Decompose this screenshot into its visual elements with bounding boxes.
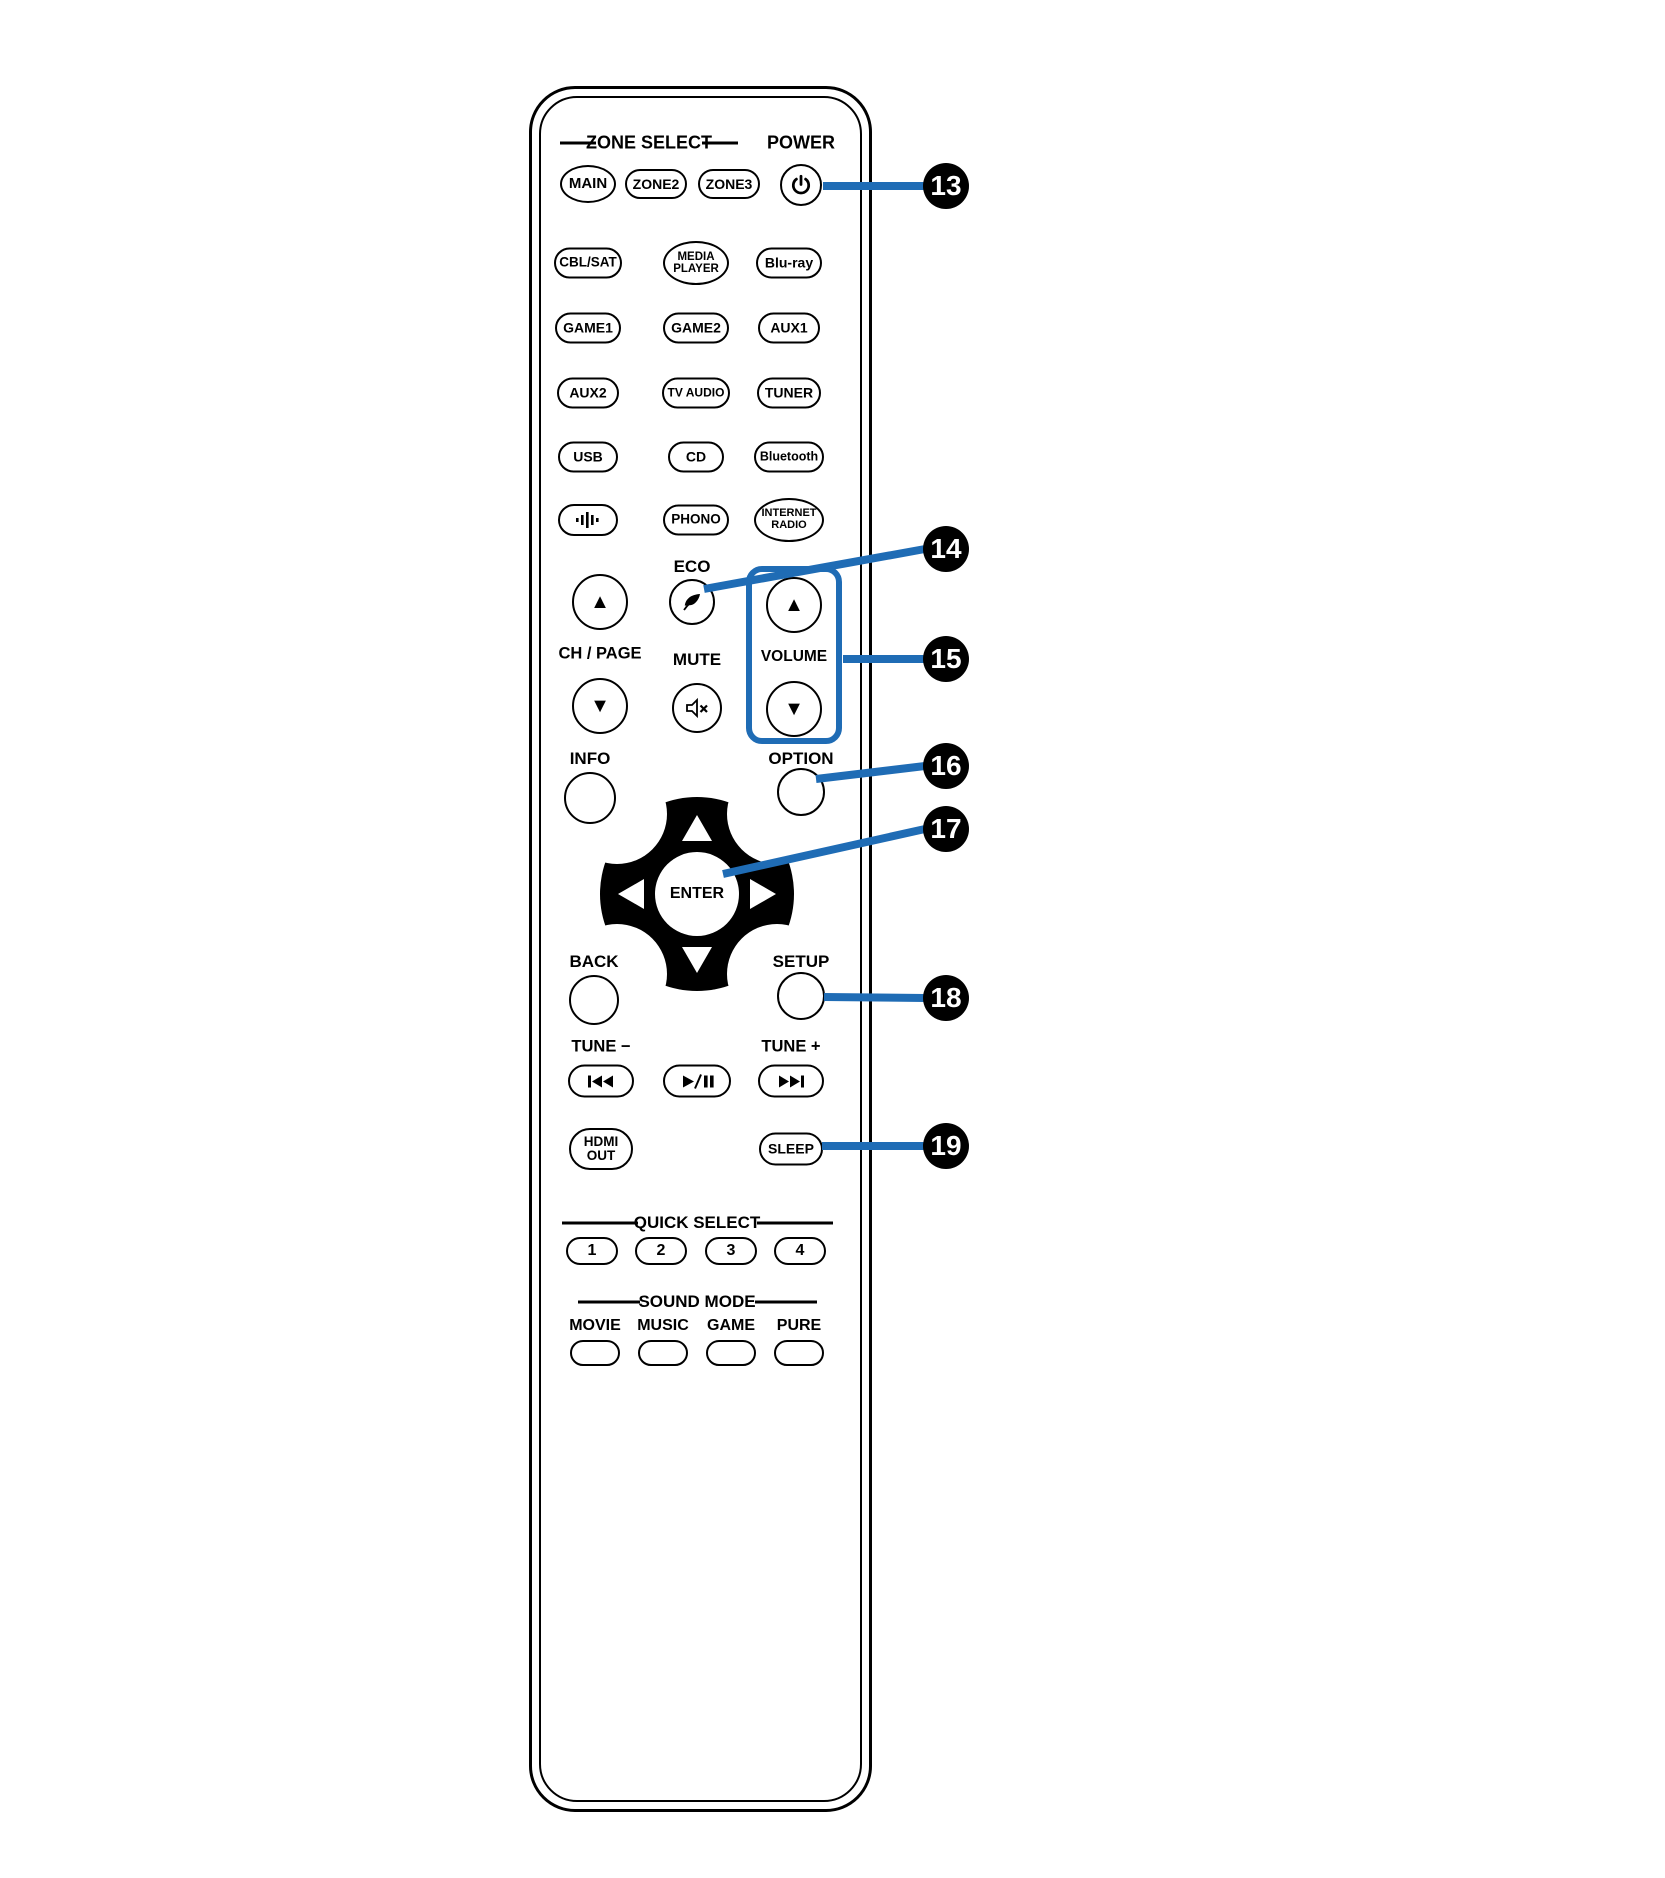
- aux2-button[interactable]: AUX2: [557, 377, 619, 409]
- callout-15: 15: [923, 636, 969, 682]
- skip-forward-icon: [779, 1075, 804, 1087]
- usb-button[interactable]: USB: [558, 441, 618, 473]
- skip-back-button[interactable]: [568, 1064, 634, 1098]
- quick-select-2-button[interactable]: 2: [635, 1237, 687, 1265]
- eco-leaf-icon: [683, 594, 700, 611]
- cd-button[interactable]: CD: [668, 441, 724, 473]
- hdmi-out-line1: HDMI: [583, 1133, 619, 1149]
- cbl-sat-button[interactable]: CBL/SAT: [554, 247, 622, 279]
- internet-radio-line1: INTERNET: [761, 507, 817, 520]
- zone2-button[interactable]: ZONE2: [625, 169, 687, 199]
- back-button[interactable]: [569, 975, 619, 1025]
- sound-mode-label: SOUND MODE: [638, 1292, 756, 1311]
- up-arrow-icon: ▲: [784, 594, 804, 616]
- play-pause-button[interactable]: [663, 1064, 731, 1098]
- power-icon: [791, 174, 811, 195]
- tune-minus-label: TUNE −: [571, 1037, 631, 1056]
- music-button[interactable]: [638, 1340, 688, 1366]
- hdmi-out-line2: OUT: [586, 1148, 616, 1163]
- tv-audio-button[interactable]: TV AUDIO: [662, 377, 730, 409]
- volume-down-button[interactable]: ▼: [766, 681, 822, 737]
- power-button[interactable]: [780, 164, 822, 206]
- cursor-down-icon[interactable]: [682, 947, 712, 973]
- zone-select-right-rule: [702, 141, 738, 145]
- skip-forward-button[interactable]: [758, 1064, 824, 1098]
- media-player-line1: MEDIA: [677, 250, 715, 263]
- game-button[interactable]: [706, 1340, 756, 1366]
- play-pause-icon: [683, 1073, 714, 1089]
- mute-button[interactable]: [672, 683, 722, 733]
- media-player-line2: PLAYER: [673, 263, 719, 275]
- callout-14: 14: [923, 526, 969, 572]
- audio-input-icon: [576, 512, 599, 528]
- aux-input-button[interactable]: [558, 504, 618, 536]
- quick-select-4-button[interactable]: 4: [774, 1237, 826, 1265]
- sleep-button[interactable]: SLEEP: [759, 1132, 823, 1166]
- cursor-up-icon[interactable]: [682, 815, 712, 841]
- callout-18: 18: [923, 975, 969, 1021]
- quick-select-right-rule: [757, 1221, 833, 1225]
- pure-button[interactable]: [774, 1340, 824, 1366]
- up-arrow-icon: ▲: [590, 591, 610, 613]
- channel-up-button[interactable]: ▲: [572, 574, 628, 630]
- music-label: MUSIC: [637, 1317, 689, 1334]
- game1-button[interactable]: GAME1: [555, 312, 621, 344]
- internet-radio-line2: RADIO: [771, 519, 807, 531]
- bluetooth-button[interactable]: Bluetooth: [754, 441, 824, 473]
- aux1-button[interactable]: AUX1: [758, 312, 820, 344]
- sound-mode-left-rule: [578, 1300, 640, 1304]
- remote-body-inner-line: [539, 96, 862, 1802]
- hdmi-out-button[interactable]: HDMI OUT: [569, 1128, 633, 1170]
- game-label: GAME: [707, 1317, 755, 1334]
- quick-select-label: QUICK SELECT: [633, 1213, 761, 1232]
- power-label: POWER: [766, 132, 836, 153]
- down-arrow-icon: ▼: [590, 695, 610, 717]
- mute-speaker-icon: [686, 697, 708, 719]
- zone-select-left-rule: [560, 141, 596, 145]
- blu-ray-button[interactable]: Blu-ray: [756, 247, 822, 279]
- sound-mode-right-rule: [755, 1300, 817, 1304]
- mute-label: MUTE: [672, 650, 722, 669]
- main-zone-button[interactable]: MAIN: [560, 165, 616, 203]
- enter-button[interactable]: ENTER: [669, 885, 725, 902]
- zone3-button[interactable]: ZONE3: [698, 169, 760, 199]
- setup-button[interactable]: [777, 972, 825, 1020]
- eco-button[interactable]: [669, 579, 715, 625]
- info-button[interactable]: [564, 772, 616, 824]
- tuner-button[interactable]: TUNER: [757, 377, 821, 409]
- media-player-button[interactable]: MEDIA PLAYER: [663, 241, 729, 285]
- ch-page-label: CH / PAGE: [558, 644, 642, 663]
- quick-select-1-button[interactable]: 1: [566, 1237, 618, 1265]
- quick-select-left-rule: [562, 1221, 638, 1225]
- option-button[interactable]: [777, 768, 825, 816]
- cursor-left-icon[interactable]: [618, 879, 644, 909]
- movie-button[interactable]: [570, 1340, 620, 1366]
- volume-up-button[interactable]: ▲: [766, 577, 822, 633]
- down-arrow-icon: ▼: [784, 698, 804, 720]
- quick-select-3-button[interactable]: 3: [705, 1237, 757, 1265]
- option-label: OPTION: [768, 749, 834, 768]
- game2-button[interactable]: GAME2: [663, 312, 729, 344]
- setup-label: SETUP: [772, 952, 830, 971]
- callout-16: 16: [923, 743, 969, 789]
- movie-label: MOVIE: [569, 1317, 621, 1334]
- callout-17: 17: [923, 806, 969, 852]
- info-label: INFO: [569, 749, 611, 768]
- remote-body: [529, 86, 872, 1812]
- cursor-right-icon[interactable]: [750, 879, 776, 909]
- volume-label: VOLUME: [760, 648, 828, 665]
- skip-back-icon: [588, 1075, 613, 1087]
- callout-19: 19: [923, 1123, 969, 1169]
- tune-plus-label: TUNE +: [761, 1037, 821, 1056]
- pure-label: PURE: [776, 1317, 822, 1334]
- back-label: BACK: [569, 952, 619, 971]
- channel-down-button[interactable]: ▼: [572, 678, 628, 734]
- internet-radio-button[interactable]: INTERNET RADIO: [754, 498, 824, 542]
- eco-label: ECO: [673, 557, 711, 576]
- phono-button[interactable]: PHONO: [663, 504, 729, 536]
- callout-13: 13: [923, 163, 969, 209]
- zone-select-label: ZONE SELECT: [585, 132, 713, 153]
